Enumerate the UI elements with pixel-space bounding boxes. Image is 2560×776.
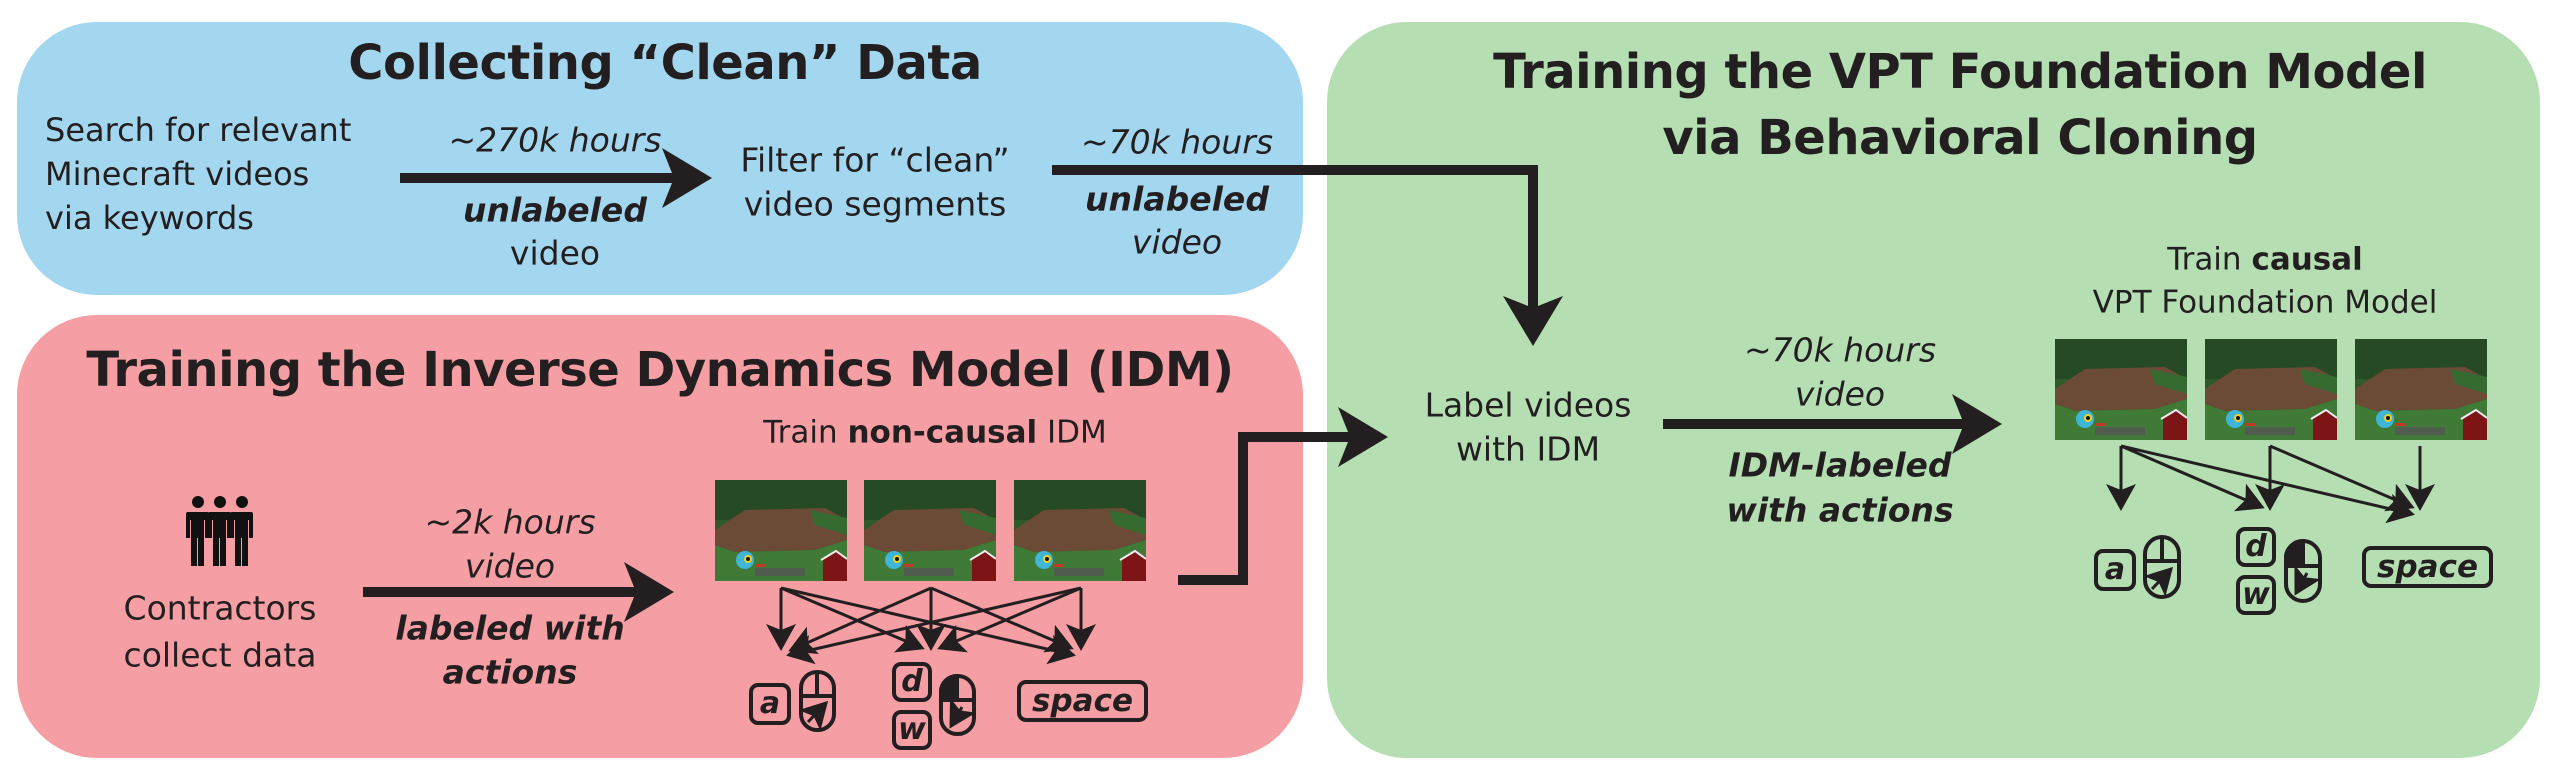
search-text-line-1: Search for relevant [45,111,352,149]
filter-text-line-1: Filter for “clean” [740,140,1010,180]
train-causal-bold: causal [2251,241,2363,278]
key-a-icon: a [2094,549,2136,591]
vpt-arrow-hours-label: ~70k hours [1743,330,1937,370]
idm-arrow-hours-label: ~2k hours [424,502,596,542]
key-w-icon: w [2236,575,2276,615]
idm-arrow-video-label: video [464,546,556,586]
label-videos-text-line-1: Label videos [1424,385,1632,425]
vpt-title-line-1: Training the VPT Foundation Model [1493,44,2427,100]
train-prefix: Train [763,414,848,451]
minecraft-frame [1014,480,1146,581]
arrow1-video-label: video [509,233,601,273]
vpt-arrow-idm-labeled-label: IDM-labeled [1728,445,1952,485]
arrow2-hours-label: ~70k hours [1080,122,1274,162]
idm-arrow-actions-label: actions [442,652,578,692]
contractors-text-line-1: Contractors [123,588,317,628]
key-w-icon: w [892,710,932,750]
key-d-icon: d [2236,527,2276,567]
contractors-text-line-2: collect data [123,635,317,675]
idm-title: Training the Inverse Dynamics Model (IDM… [86,342,1234,398]
train-prefix: Train [2167,241,2252,278]
arrow1-hours-label: ~270k hours [448,120,662,160]
arrow1-unlabeled-label: unlabeled [463,190,647,230]
collect-title: Collecting “Clean” Data [348,35,982,91]
train-non-causal-bold: non-causal [847,414,1038,451]
vpt-title-line-2: via Behavioral Cloning [1662,110,2258,166]
search-text-line-2: Minecraft videos [45,155,310,193]
arrow2-video-label: video [1131,222,1223,262]
minecraft-frame [2205,339,2337,440]
key-d-icon: d [892,662,932,702]
search-text-line-3: via keywords [45,199,254,237]
minecraft-frame [2055,339,2187,440]
key-space-icon: space [1017,680,1148,722]
train-non-causal-idm-label: Train non-causal IDM [763,414,1107,451]
idm-arrow-labeled-label: labeled with [395,608,625,648]
label-videos-text-line-2: with IDM [1455,429,1601,469]
minecraft-frame [715,480,847,581]
train-suffix: IDM [1037,414,1107,451]
key-a-icon: a [749,683,791,725]
vpt-arrow-with-actions-label: with actions [1726,490,1954,530]
minecraft-frame [864,480,996,581]
filter-text-line-2: video segments [743,184,1007,224]
minecraft-frame [2355,339,2487,440]
train-vpt-panel [1327,22,2540,758]
vpt-foundation-model-label: VPT Foundation Model [2092,284,2438,321]
arrow2-unlabeled-label: unlabeled [1085,179,1269,219]
key-space-icon: space [2362,546,2493,588]
train-causal-label: Train causal [2167,241,2363,278]
vpt-arrow-video-label: video [1794,374,1886,414]
